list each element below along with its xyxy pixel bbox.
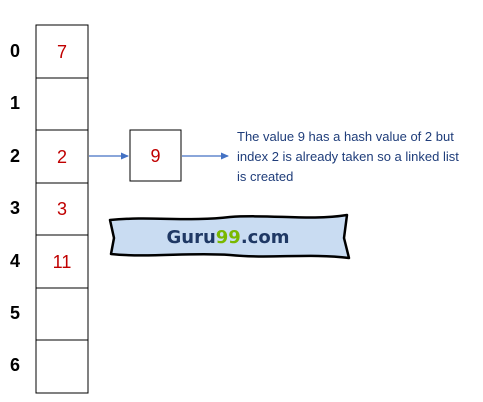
watermark-text: Guru99.com: [167, 227, 290, 248]
cell-value-3: 3: [57, 199, 67, 219]
table-cell-3: [35, 182, 89, 236]
table-cell-6: [35, 339, 89, 394]
note-line-3: is created: [237, 169, 293, 184]
index-label-3: 3: [10, 198, 20, 218]
cell-value-4: 11: [53, 252, 72, 272]
index-label-5: 5: [10, 303, 20, 323]
table-cell-2: [35, 129, 89, 184]
chain-node-value: 9: [150, 146, 160, 166]
index-label-4: 4: [10, 251, 20, 271]
watermark-banner: [108, 213, 351, 260]
index-label-1: 1: [10, 93, 20, 113]
table-cell-5: [35, 287, 89, 341]
hash-table-column: 7 2 3 11: [35, 24, 89, 394]
watermark-suffix: .com: [241, 227, 290, 248]
watermark-prefix: Guru: [167, 227, 216, 248]
watermark-accent: 99: [216, 227, 241, 248]
cell-value-2: 2: [57, 147, 67, 167]
index-labels: 0 1 2 3 4 5 6: [10, 41, 20, 375]
table-cell-0: [35, 24, 89, 79]
table-cell-1: [35, 77, 89, 131]
index-label-2: 2: [10, 146, 20, 166]
collision-note: The value 9 has a hash value of 2 but in…: [237, 129, 462, 184]
index-label-0: 0: [10, 41, 20, 61]
guru99-watermark: Guru99.com: [108, 213, 351, 260]
note-line-2: index 2 is already taken so a linked lis…: [237, 149, 459, 164]
index-label-6: 6: [10, 355, 20, 375]
cell-value-0: 7: [57, 42, 67, 62]
table-cell-4: [35, 234, 89, 289]
note-line-1: The value 9 has a hash value of 2 but: [237, 129, 454, 144]
chain-node: [129, 129, 182, 182]
